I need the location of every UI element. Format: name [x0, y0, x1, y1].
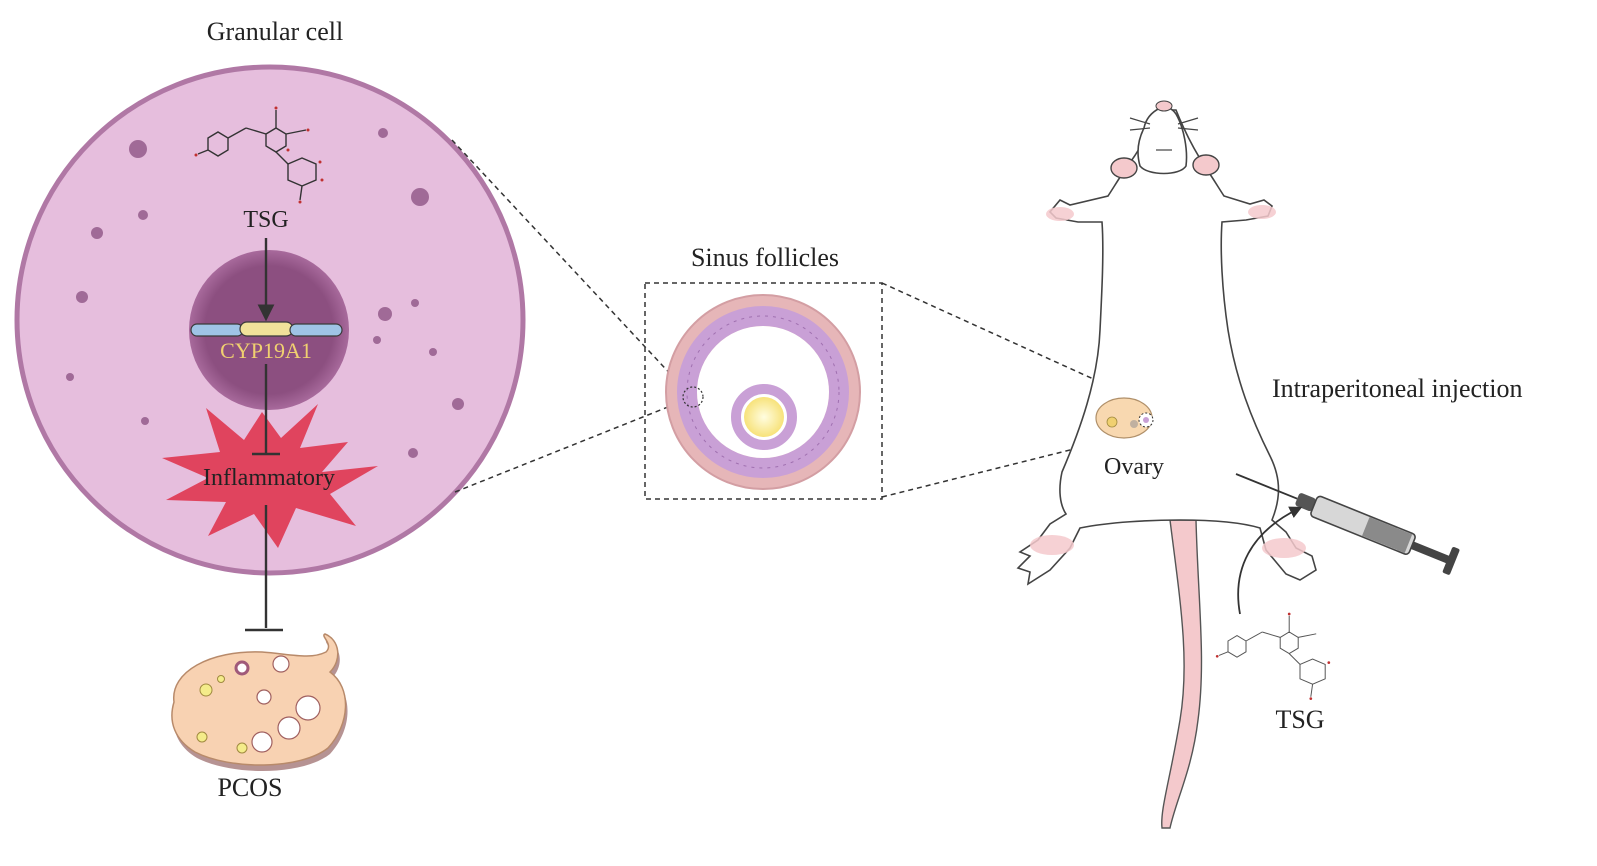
inflammatory-label: Inflammatory: [203, 465, 335, 491]
cyp19a1-label: CYP19A1: [220, 338, 312, 363]
syringe-icon: [1235, 473, 1460, 575]
sinus-follicle-box: [644, 282, 883, 500]
tsg-cell-label: TSG: [243, 207, 288, 233]
inflammatory-burst-icon: [162, 404, 378, 548]
pcos-label: PCOS: [217, 773, 282, 802]
cell-vesicles: [66, 128, 464, 458]
signal-arrows: [245, 238, 283, 632]
tsg-molecule-rat-icon: [1215, 612, 1331, 700]
sinus-follicles-label: Sinus follicles: [691, 243, 839, 272]
polycystic-ovary-icon: [171, 633, 348, 772]
tsg-rat-label: TSG: [1275, 705, 1324, 734]
rat-ovary-icon: [1095, 397, 1154, 439]
sinus-follicle-icon: [665, 294, 861, 490]
injection-arrow: [1237, 506, 1303, 615]
granular-cell-label: Granular cell: [207, 17, 343, 46]
rat-icon: [1016, 100, 1317, 829]
tsg-molecule-icon: [194, 106, 324, 204]
zoom-connectors-left: [451, 139, 699, 493]
injection-label: Intraperitoneal injection: [1272, 374, 1523, 403]
ovary-label: Ovary: [1104, 454, 1164, 480]
cyp19a1-receptor: [190, 321, 343, 337]
